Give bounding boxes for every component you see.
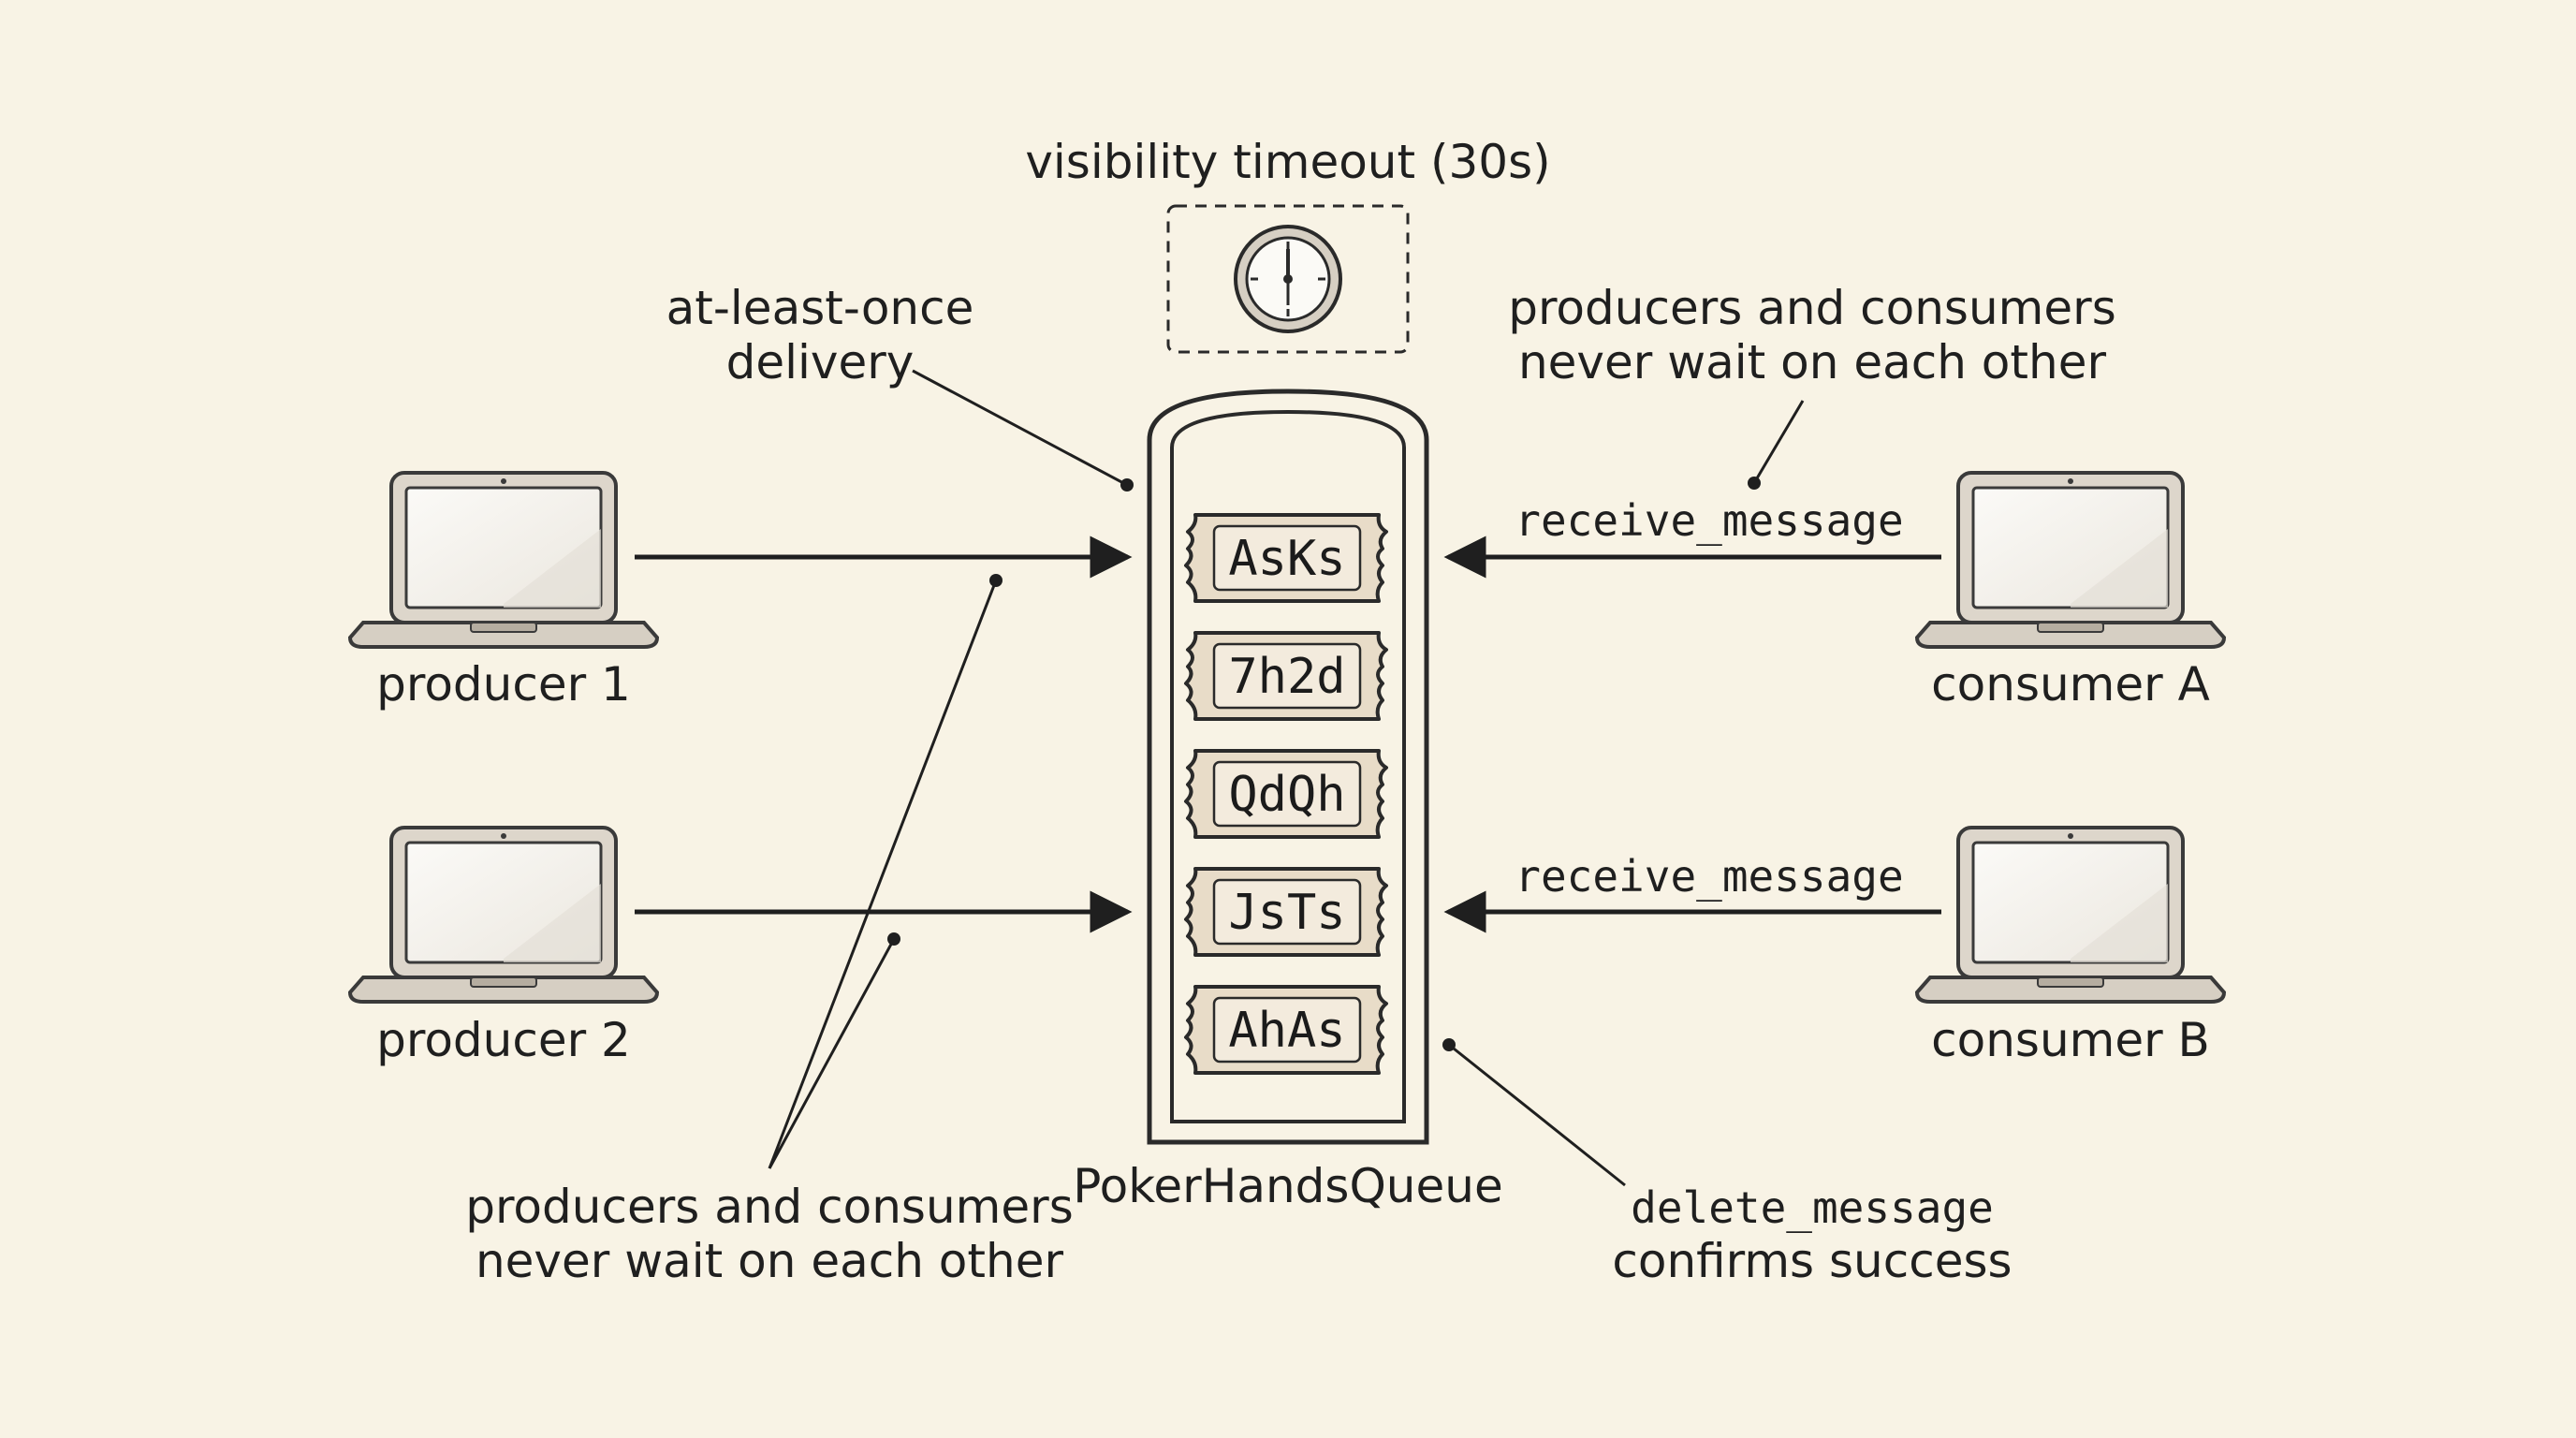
receive-message-label-b: receive_message <box>1515 851 1903 902</box>
laptop-icon <box>1915 826 2226 1004</box>
message-card-label: QdQh <box>1228 767 1345 823</box>
consumer-a-label: consumer A <box>1931 657 2210 712</box>
annotation-delete-line-2: confirms success <box>1612 1234 2012 1288</box>
laptop-icon <box>348 826 659 1004</box>
annotation-delivery: at-least-once delivery <box>666 281 1134 492</box>
annotation-delete-line-1: delete_message <box>1631 1182 1994 1233</box>
receive-message-label-a: receive_message <box>1515 495 1903 546</box>
visibility-timeout-label: visibility timeout (30s) <box>1025 135 1550 189</box>
consumer-b-label: consumer B <box>1931 1013 2210 1067</box>
producer-1-label: producer 1 <box>376 657 631 712</box>
message-card-label: AsKs <box>1228 531 1345 587</box>
message-card-label: JsTs <box>1228 885 1345 941</box>
laptop-icon <box>1915 471 2226 649</box>
producer-2-label: producer 2 <box>376 1013 631 1067</box>
clock-icon <box>1234 225 1342 333</box>
message-card-label: 7h2d <box>1228 649 1345 705</box>
consumer-b[interactable]: consumer B <box>1915 826 2226 1067</box>
annotation-decoupling-bottom: producers and consumers never wait on ea… <box>465 574 1074 1288</box>
annotation-decoupling-top-line-1: producers and consumers <box>1508 281 2116 335</box>
message-card[interactable]: AhAs <box>1184 985 1388 1075</box>
annotation-decoupling-bottom-line-1: producers and consumers <box>465 1180 1074 1234</box>
annotation-decoupling-bottom-line-2: never wait on each other <box>476 1234 1063 1288</box>
annotation-decoupling-top-line-2: never wait on each other <box>1518 335 2106 389</box>
producer-1[interactable]: producer 1 <box>348 471 659 712</box>
laptop-icon <box>348 471 659 649</box>
message-card-label: AhAs <box>1228 1003 1345 1059</box>
consumer-a[interactable]: consumer A <box>1915 471 2226 712</box>
message-card[interactable]: QdQh <box>1184 749 1388 839</box>
message-card[interactable]: JsTs <box>1184 867 1388 957</box>
annotation-delivery-line-2: delivery <box>726 335 915 389</box>
annotation-delivery-line-1: at-least-once <box>666 281 974 335</box>
message-stack: AsKs 7h2d QdQh JsTs AhAs <box>1184 513 1388 1075</box>
annotation-delete: delete_message confirms success <box>1442 1038 2012 1288</box>
annotation-decoupling-top: producers and consumers never wait on ea… <box>1508 281 2116 490</box>
producer-2[interactable]: producer 2 <box>348 826 659 1067</box>
visibility-timeout-box <box>1166 204 1410 354</box>
message-card[interactable]: 7h2d <box>1184 631 1388 721</box>
message-card[interactable]: AsKs <box>1184 513 1388 603</box>
queue-name: PokerHandsQueue <box>1073 1159 1502 1213</box>
